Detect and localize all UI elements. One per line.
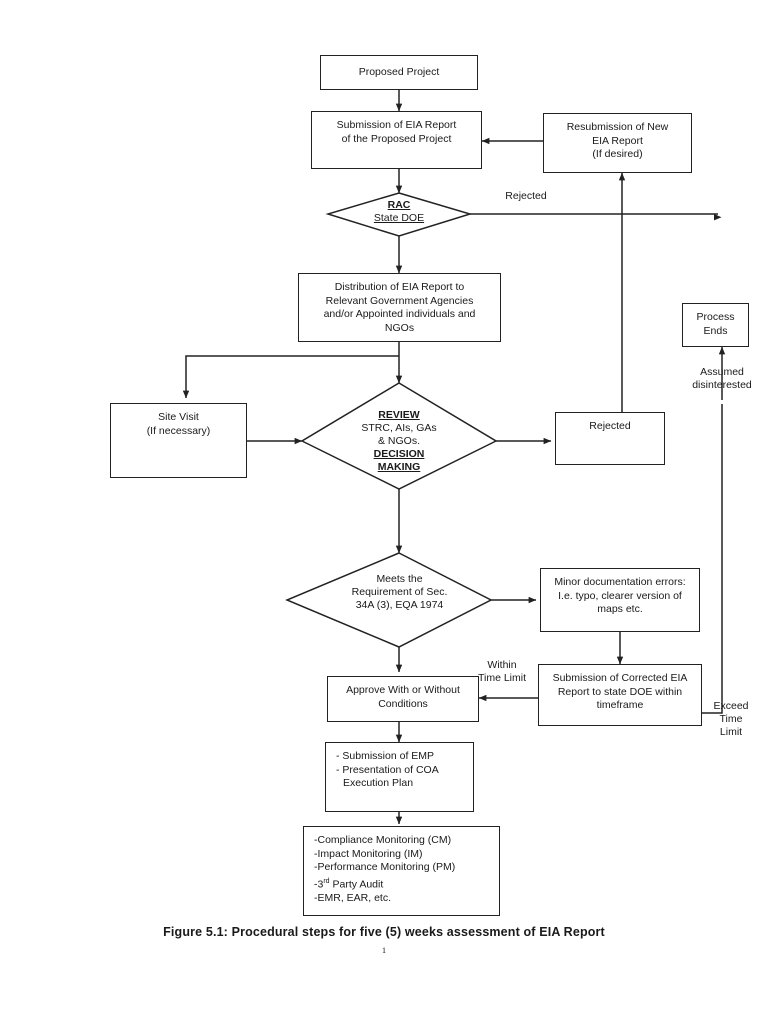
distribution-line3: and/or Appointed individuals and (323, 308, 476, 320)
node-resubmission: Resubmission of New EIA Report (If desir… (543, 113, 692, 173)
node-approve: Approve With or Without Conditions (327, 676, 479, 722)
monitoring-line4: -3rd Party Audit (314, 875, 495, 892)
node-minor-errors: Minor documentation errors: I.e. typo, c… (540, 568, 700, 632)
monitoring-line4-ordinal: rd (323, 877, 330, 885)
node-distribution: Distribution of EIA Report to Relevant G… (298, 273, 501, 342)
resubmission-line1: Resubmission of New (566, 121, 669, 133)
distribution-line1: Distribution of EIA Report to (334, 281, 465, 293)
monitoring-line5: -EMR, EAR, etc. (314, 891, 392, 904)
site-visit-line1: Site Visit (158, 411, 199, 423)
edge-label-assumed-disinterested: Assumed disinterested (692, 366, 752, 391)
node-emp-coa: - Submission of EMP - Presentation of CO… (325, 742, 474, 812)
monitoring-line1: -Compliance Monitoring (CM) (314, 834, 452, 846)
minor-errors-line1: Minor documentation errors: (554, 576, 686, 588)
approve-line2: Conditions (378, 697, 428, 710)
node-proposed-project: Proposed Project (320, 55, 478, 90)
node-corrected-eia: Submission of Corrected EIA Report to st… (538, 664, 702, 726)
node-rejected: Rejected (555, 412, 665, 465)
edge-label-exceed-time-limit: Exceed Time Limit (713, 700, 749, 738)
process-ends-line2: Ends (703, 324, 728, 337)
emp-coa-line1: - Submission of EMP (336, 750, 435, 762)
monitoring-line4-suffix: Party Audit (329, 878, 384, 890)
proposed-project-label: Proposed Project (358, 65, 440, 78)
node-site-visit: Site Visit (If necessary) (110, 403, 247, 478)
edge-label-rejected-top: Rejected (505, 190, 547, 202)
node-process-ends: Process Ends (682, 303, 749, 347)
rejected-label: Rejected (589, 420, 631, 432)
monitoring-line2: -Impact Monitoring (IM) (314, 847, 423, 860)
minor-errors-line2: I.e. typo, clearer version of (558, 589, 682, 602)
monitoring-line3: -Performance Monitoring (PM) (314, 861, 456, 873)
node-monitoring: -Compliance Monitoring (CM) -Impact Moni… (303, 826, 500, 916)
page-number: 1 (381, 945, 387, 955)
corrected-eia-line2: Report to state DOE within (557, 685, 683, 698)
resubmission-line3: (If desired) (592, 148, 643, 160)
figure-caption: Figure 5.1: Procedural steps for five (5… (163, 925, 605, 939)
approve-line1: Approve With or Without (346, 684, 460, 696)
resubmission-line2: EIA Report (592, 134, 643, 147)
minor-errors-line3: maps etc. (597, 603, 643, 615)
corrected-eia-line3: timeframe (596, 699, 644, 711)
monitoring-line4-prefix: -3 (314, 878, 324, 890)
site-visit-line2: (If necessary) (146, 424, 211, 437)
node-submission-eia: Submission of EIA Report of the Proposed… (311, 111, 482, 169)
submission-eia-line2: of the Proposed Project (341, 132, 452, 145)
process-ends-line1: Process (696, 311, 735, 323)
distribution-line2: Relevant Government Agencies (325, 294, 474, 307)
corrected-eia-line1: Submission of Corrected EIA (552, 672, 688, 684)
emp-coa-line3: Execution Plan (343, 777, 414, 789)
submission-eia-line1: Submission of EIA Report (336, 119, 457, 131)
distribution-line4: NGOs (384, 321, 415, 334)
edge-label-within-time-limit: Within Time Limit (477, 659, 527, 684)
emp-coa-line2: - Presentation of COA (336, 763, 439, 776)
